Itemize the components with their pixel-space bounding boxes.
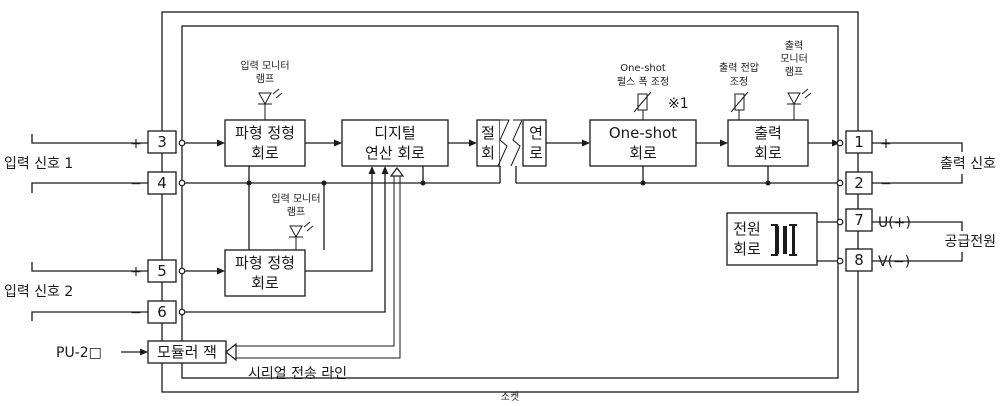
sign-7: U(+)	[878, 215, 911, 231]
sign-4: −	[130, 176, 142, 192]
one-shot-circuit: One-shot 회로	[589, 119, 697, 167]
output-minus-lead	[872, 174, 963, 184]
terminal-6: 6	[147, 300, 177, 324]
input1-plus-lead	[31, 134, 148, 144]
pulse-note: ※1	[668, 96, 689, 112]
svg-text:연산 회로: 연산 회로	[365, 144, 425, 162]
svg-text:램프: 램프	[256, 73, 274, 85]
svg-text:로: 로	[529, 144, 543, 162]
svg-text:3: 3	[157, 133, 167, 151]
sign-8: V(−)	[878, 254, 910, 270]
power-circuit: 전원 회로	[726, 212, 818, 266]
pulse-width-adjust: One-shot 펄스 폭 조정 ※1	[617, 63, 689, 120]
svg-text:출력: 출력	[754, 124, 782, 142]
svg-text:파형 정형: 파형 정형	[235, 124, 295, 142]
svg-text:2: 2	[854, 174, 864, 192]
svg-text:출력: 출력	[785, 40, 803, 52]
sign-1: +	[880, 136, 892, 152]
input1-minus-lead	[31, 182, 148, 193]
terminal-8: 8	[845, 248, 873, 272]
svg-text:램프: 램프	[287, 206, 305, 218]
waveform-shaping-circuit-1: 파형 정형 회로	[224, 119, 306, 167]
svg-text:7: 7	[854, 211, 864, 229]
waveform-shaping-circuit-2: 파형 정형 회로	[224, 249, 306, 297]
terminal-4: 4	[147, 171, 177, 195]
svg-text:입력 모니터: 입력 모니터	[240, 59, 289, 72]
sign-6: −	[130, 305, 142, 321]
input2-minus-lead	[31, 311, 148, 321]
svg-text:회로: 회로	[251, 274, 279, 292]
svg-text:절: 절	[481, 124, 495, 142]
digital-operation-circuit: 디지털 연산 회로	[341, 119, 449, 167]
svg-text:모니터: 모니터	[780, 53, 808, 65]
svg-text:8: 8	[854, 251, 864, 269]
power-v-lead	[872, 252, 963, 262]
svg-text:1: 1	[854, 133, 864, 151]
svg-text:입력 모니터: 입력 모니터	[271, 192, 320, 205]
modular-jack: 모듈러 잭	[147, 340, 227, 364]
svg-text:회로: 회로	[629, 144, 657, 162]
svg-text:디지털: 디지털	[374, 124, 415, 142]
svg-text:회로: 회로	[251, 144, 279, 162]
svg-text:연: 연	[529, 124, 543, 142]
sign-5: +	[130, 264, 142, 280]
socket-outline	[161, 11, 859, 393]
svg-text:조정: 조정	[730, 76, 748, 88]
power-supply-label: 공급전원	[944, 234, 996, 250]
svg-text:파형 정형: 파형 정형	[235, 254, 295, 272]
serial-line-label: 시리얼 전송 라인	[248, 366, 347, 382]
sign-3: +	[130, 136, 142, 152]
svg-text:4: 4	[157, 174, 167, 192]
svg-text:회로: 회로	[754, 144, 782, 162]
unit-outline	[181, 25, 839, 379]
svg-text:전원: 전원	[733, 220, 761, 238]
svg-text:6: 6	[157, 303, 167, 321]
pu2-label: PU-2□	[56, 345, 102, 361]
terminal-5: 5	[147, 259, 177, 283]
svg-text:One-shot: One-shot	[609, 124, 677, 142]
output-voltage-adjust: 출력 전압 조정	[719, 61, 759, 120]
sign-2: −	[880, 176, 892, 192]
output-monitor-lamp: 출력 모니터 램프	[780, 40, 812, 120]
terminal-2: 2	[845, 171, 873, 195]
svg-text:5: 5	[157, 262, 167, 280]
input2-plus-lead	[31, 262, 148, 272]
terminal-1: 1	[845, 130, 873, 154]
svg-text:회로: 회로	[733, 240, 761, 258]
output-circuit: 출력 회로	[727, 119, 809, 167]
svg-text:램프: 램프	[785, 66, 803, 78]
input-signal-2-label: 입력 신호 2	[4, 284, 73, 300]
terminal-7: 7	[845, 208, 873, 232]
svg-text:회: 회	[481, 144, 495, 162]
input-monitor-lamp-1: 입력 모니터 램프	[240, 59, 290, 120]
input-monitor-lamp-2: 입력 모니터 램프	[271, 192, 321, 250]
input-signal-1-label: 입력 신호 1	[4, 156, 73, 172]
svg-text:펄스 폭 조정: 펄스 폭 조정	[617, 76, 669, 88]
output-plus-lead	[872, 142, 963, 152]
power-u-lead	[872, 221, 963, 231]
socket-label: 소켓	[501, 391, 519, 403]
terminal-3: 3	[147, 130, 177, 154]
svg-text:One-shot: One-shot	[620, 63, 666, 74]
insulation-block: 절 회 연 로	[476, 119, 547, 167]
svg-text:출력 전압: 출력 전압	[719, 61, 759, 74]
output-signal-label: 출력 신호	[940, 156, 996, 172]
svg-text:모듈러 잭: 모듈러 잭	[157, 343, 217, 361]
